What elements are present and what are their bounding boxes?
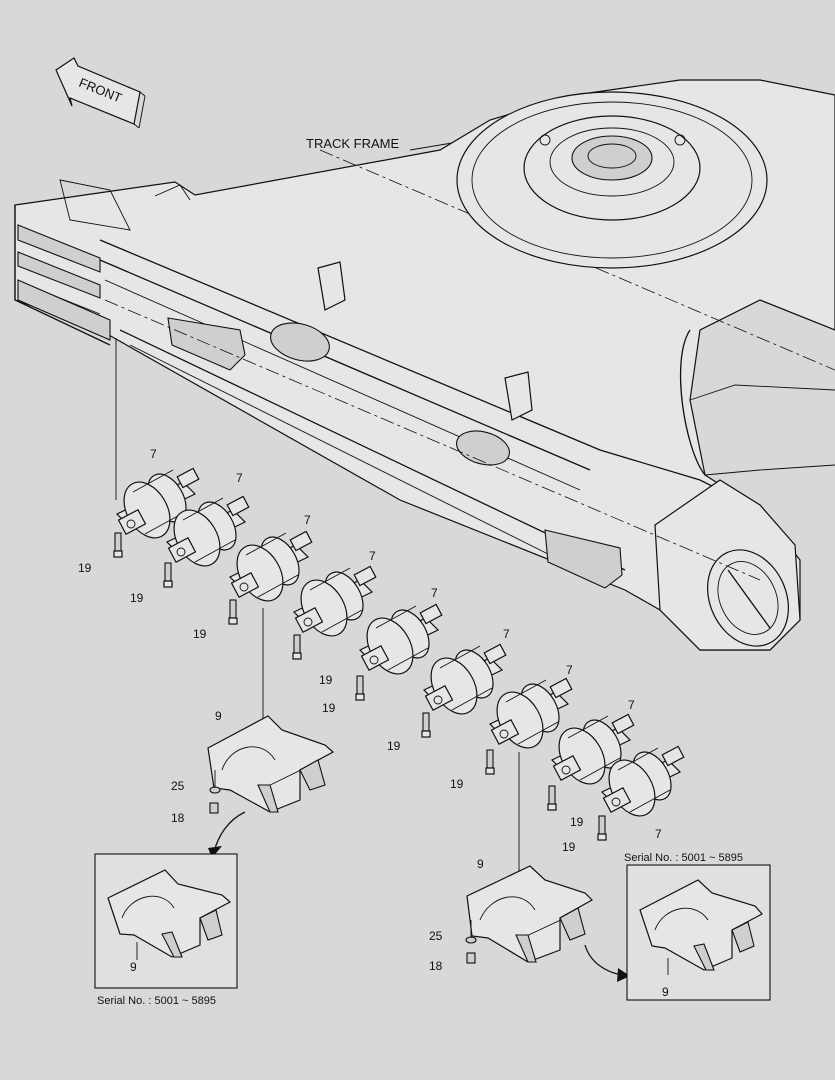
- part-number-roller: 7: [503, 627, 510, 641]
- part-number-roller: 7: [655, 827, 662, 841]
- part-number-guard: 9: [215, 709, 222, 723]
- track-roller: [600, 745, 685, 817]
- inset-box-right: [626, 864, 771, 1001]
- front-arrow: FRONT: [55, 57, 146, 129]
- track-roller: [165, 495, 250, 567]
- roller-bolt: [597, 815, 607, 841]
- part-number-bolt: 19: [570, 815, 584, 829]
- roller-bolt: [228, 599, 238, 625]
- part-number-roller: 7: [431, 586, 438, 600]
- part-number-bolt: 19: [322, 701, 336, 715]
- callout-arrow-right: [584, 944, 623, 976]
- track-roller: [115, 467, 200, 539]
- roller-bolt: [355, 675, 365, 701]
- part-number-bolt: 19: [319, 673, 333, 687]
- serial-label-left: Serial No. : 5001 ~ 5895: [97, 995, 216, 1007]
- callout-arrow-left: [213, 811, 246, 853]
- part-number-roller: 7: [566, 663, 573, 677]
- part-number-labels: 7 7 7 7 7 7 7 7 7 19 19 19 19 19 19 19 19 19 9 9 9 9 25 25 18 18: [78, 447, 669, 999]
- roller-bolt: [421, 712, 431, 738]
- part-number-bolt: 19: [130, 591, 144, 605]
- track-roller: [292, 565, 377, 637]
- part-number-bolt: 19: [78, 561, 92, 575]
- part-number-bolt: 19: [193, 627, 207, 641]
- callout-arrowhead-right: [617, 968, 630, 982]
- part-number-bolt: 19: [562, 840, 576, 854]
- roller-guard-left: [207, 715, 335, 813]
- guard-fasteners-left: [209, 770, 221, 814]
- part-number-roller: 7: [150, 447, 157, 461]
- part-number-roller: 7: [304, 513, 311, 527]
- part-number-bolt: 19: [450, 777, 464, 791]
- part-number-guard-bolt: 18: [171, 811, 185, 825]
- roller-guard-right: [466, 865, 593, 963]
- part-number-roller: 7: [628, 698, 635, 712]
- roller-bolt: [547, 785, 557, 811]
- roller-bolt: [485, 749, 495, 775]
- track-roller: [488, 677, 573, 749]
- guard-fasteners-right: [465, 920, 477, 964]
- roller-bolt: [163, 562, 173, 588]
- serial-label-right: Serial No. : 5001 ~ 5895: [624, 852, 743, 864]
- track-roller: [228, 530, 313, 602]
- swing-bearing-ring: [456, 91, 768, 269]
- roller-bolt: [113, 532, 123, 558]
- part-number-roller: 7: [236, 471, 243, 485]
- part-number-bolt: 19: [387, 739, 401, 753]
- part-number-guard: 9: [130, 960, 137, 974]
- track-roller: [422, 643, 507, 715]
- roller-bolt: [292, 634, 302, 660]
- track-roller: [358, 603, 443, 675]
- part-number-washer: 25: [429, 929, 443, 943]
- part-number-guard: 9: [662, 985, 669, 999]
- part-number-roller: 7: [369, 549, 376, 563]
- track-rollers: [113, 467, 685, 841]
- inset-box-left: [94, 853, 238, 989]
- part-number-guard-bolt: 18: [429, 959, 443, 973]
- part-number-guard: 9: [477, 857, 484, 871]
- part-number-washer: 25: [171, 779, 185, 793]
- track-frame-label: TRACK FRAME: [306, 136, 400, 151]
